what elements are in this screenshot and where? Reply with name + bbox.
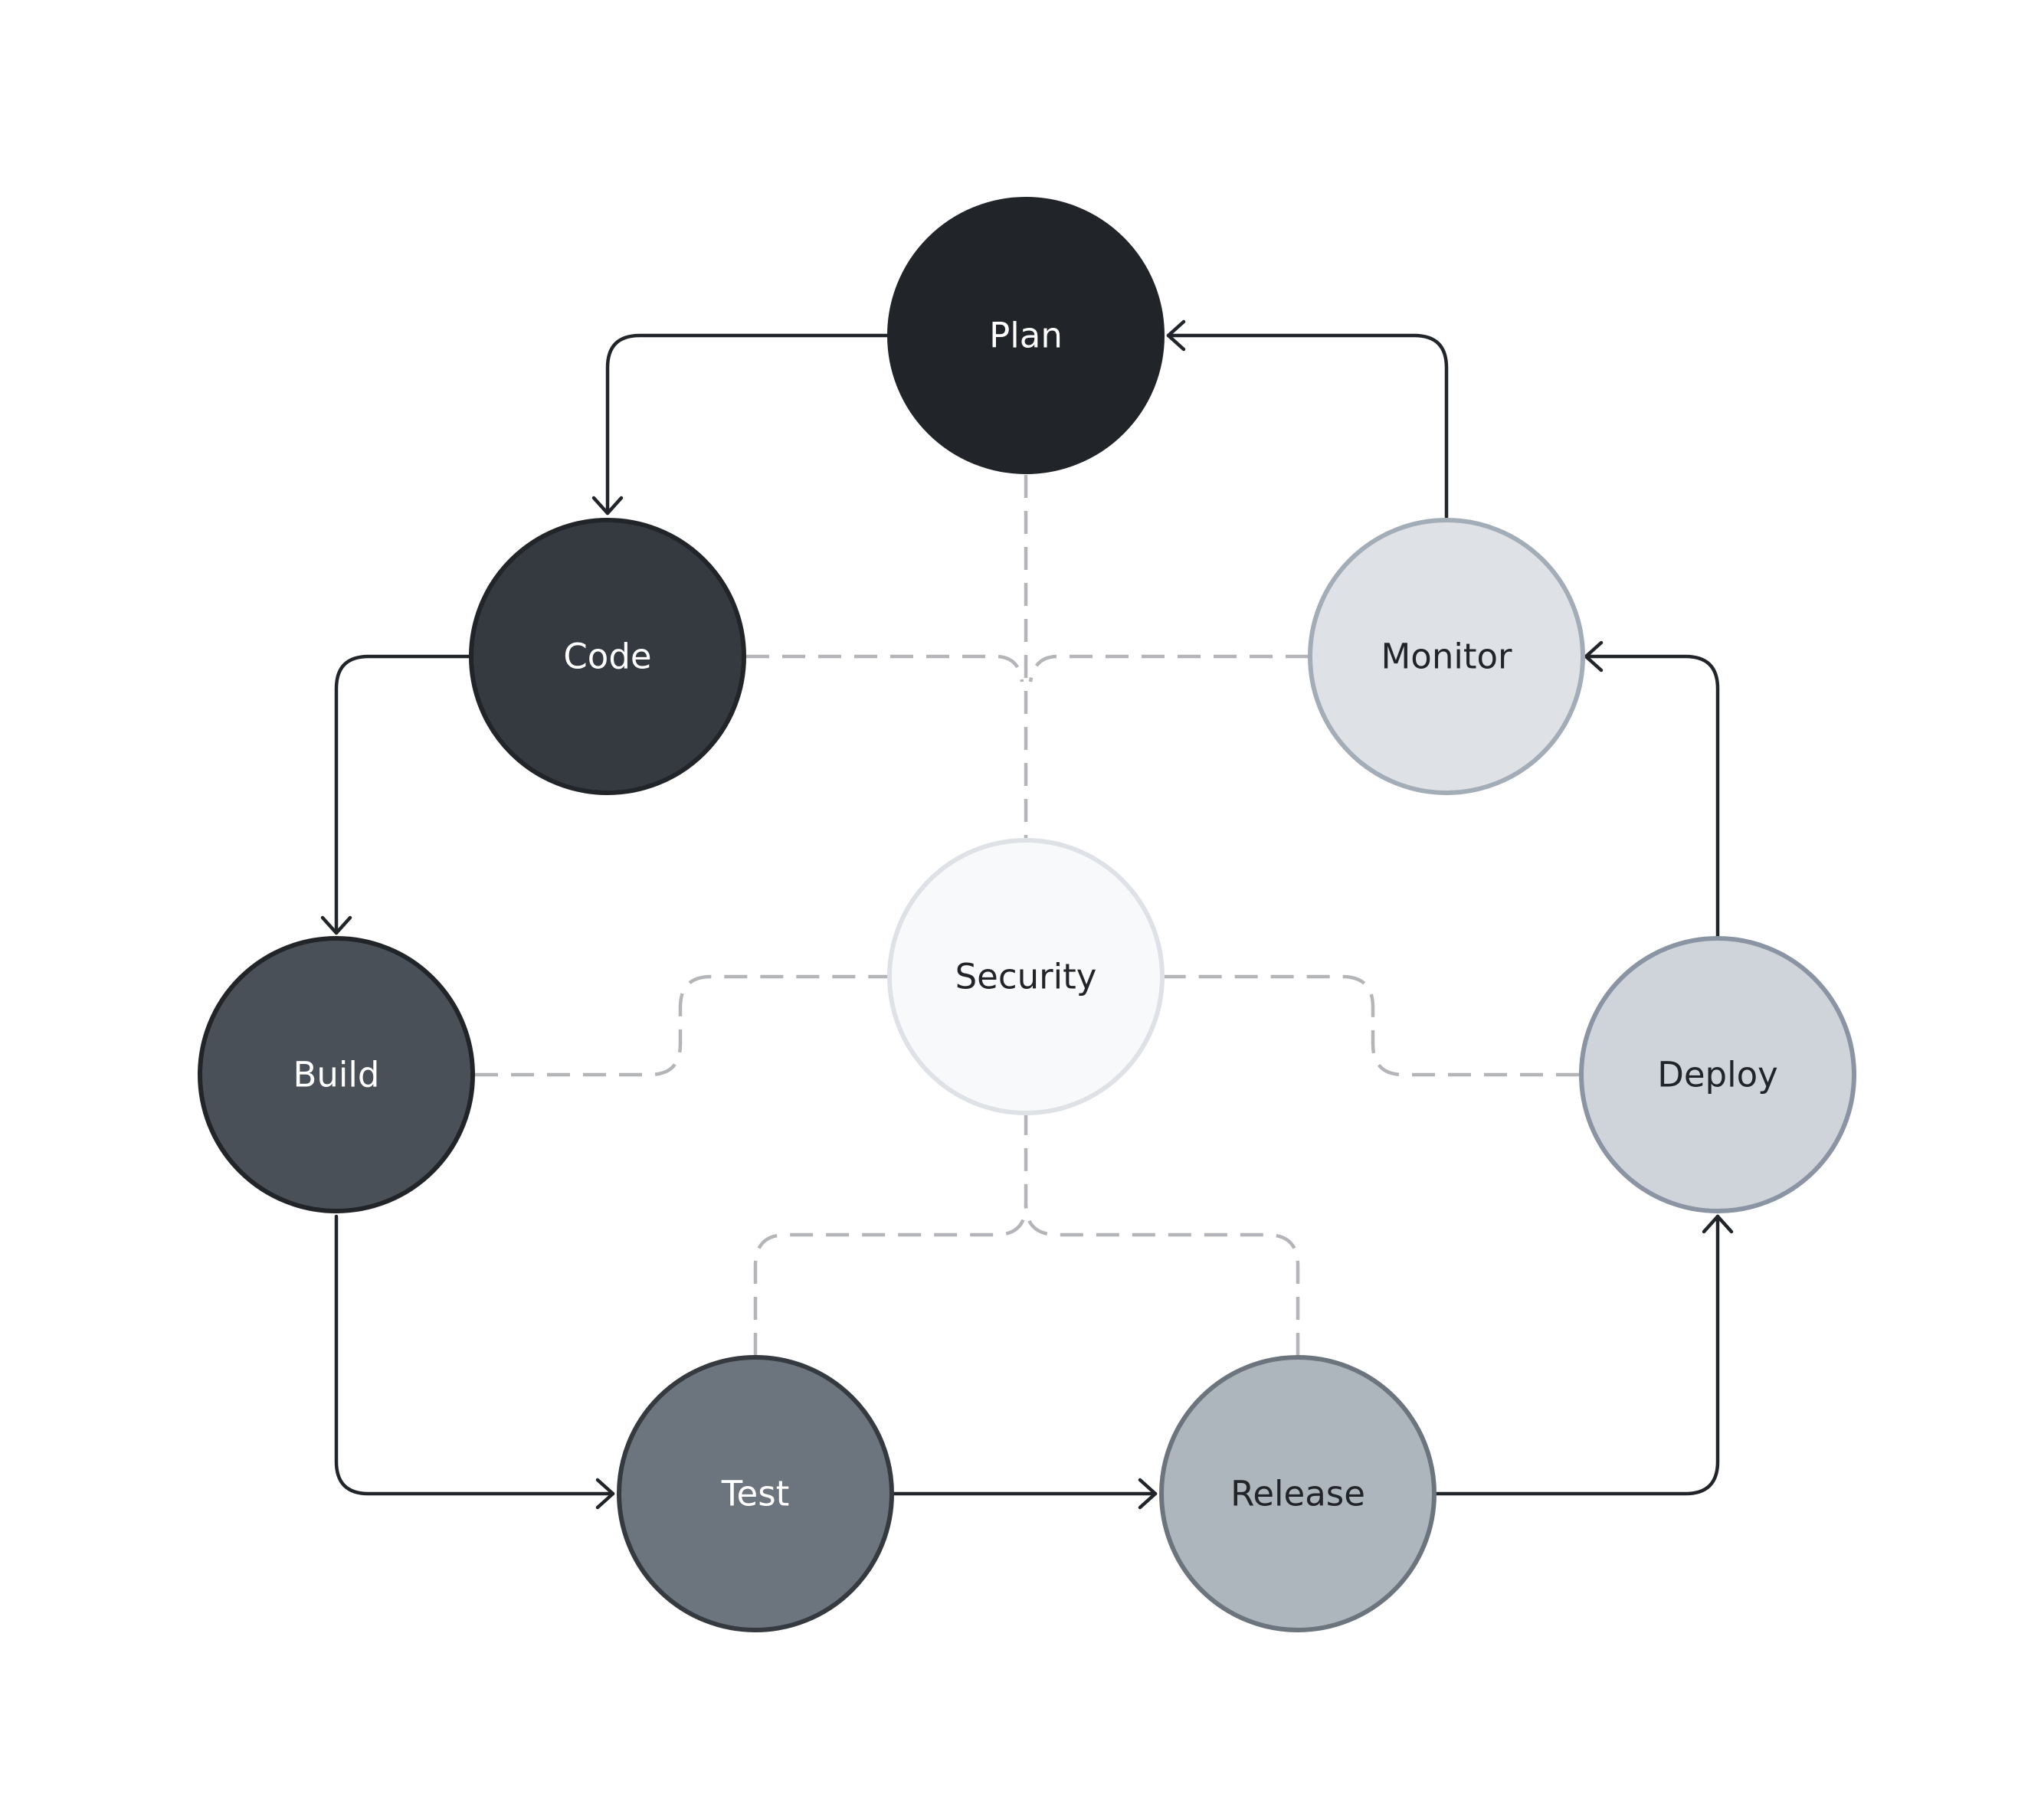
arrowhead-release (1138, 1478, 1158, 1510)
node-label-release: Release (1230, 1474, 1365, 1514)
node-label-monitor: Monitor (1381, 637, 1512, 677)
node-build[interactable]: Build (198, 936, 475, 1213)
security-connectors (475, 475, 1579, 1356)
arrowhead-build (320, 915, 352, 935)
node-plan[interactable]: Plan (887, 197, 1165, 474)
node-label-build: Build (293, 1055, 380, 1095)
arrow-deploy-monitor (1584, 654, 1720, 938)
node-label-test: Test (721, 1474, 790, 1514)
arrow-code-build (334, 654, 471, 935)
connector-monitor-security (1028, 654, 1309, 682)
arrow-monitor-plan (1166, 333, 1449, 519)
node-test[interactable]: Test (617, 1355, 894, 1632)
connector-deploy-security (1162, 974, 1579, 1077)
arrow-plan-code (605, 333, 889, 516)
arrowhead-monitor (1584, 640, 1604, 673)
arrow-build-test (334, 1214, 615, 1496)
connector-release-security (1024, 1203, 1300, 1356)
connector-test-security (753, 1115, 1028, 1356)
node-code[interactable]: Code (469, 518, 746, 795)
connector-build-security (475, 974, 889, 1077)
arrowhead-test (595, 1478, 615, 1510)
node-label-code: Code (563, 637, 651, 677)
connector-code-security (746, 654, 1024, 682)
node-label-plan: Plan (989, 316, 1063, 356)
node-deploy[interactable]: Deploy (1579, 936, 1856, 1213)
node-release[interactable]: Release (1159, 1355, 1437, 1632)
node-label-deploy: Deploy (1657, 1055, 1778, 1095)
arrow-release-deploy (1434, 1214, 1720, 1496)
node-security[interactable]: Security (887, 838, 1165, 1115)
arrowhead-plan (1166, 319, 1186, 352)
node-label-security: Security (955, 957, 1097, 997)
flow-arrows (320, 319, 1734, 1510)
arrowhead-deploy (1702, 1214, 1734, 1234)
node-monitor[interactable]: Monitor (1308, 518, 1585, 795)
arrowhead-code (591, 496, 624, 516)
